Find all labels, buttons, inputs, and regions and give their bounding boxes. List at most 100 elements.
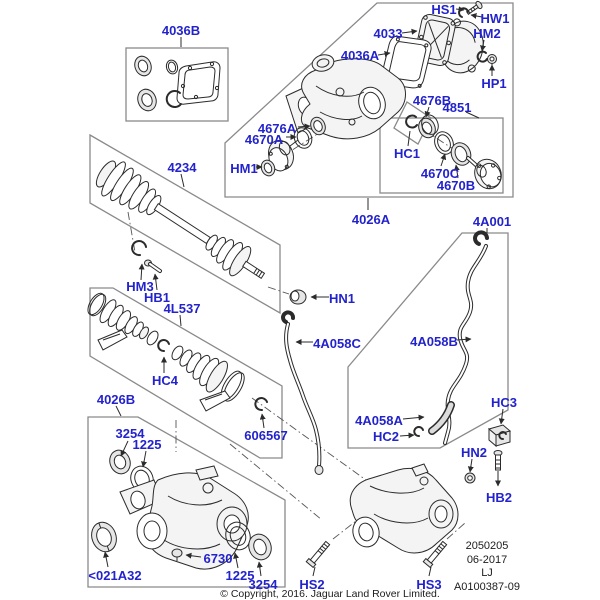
ring-hm2-drawing bbox=[476, 50, 488, 63]
box-diff-assembly-4026A bbox=[224, 2, 514, 198]
seal-4670C-drawing bbox=[434, 131, 454, 155]
diff-assembly-4026A-parts bbox=[260, 0, 502, 190]
ring-1225b-drawing bbox=[225, 521, 251, 551]
clip-hc1-drawing bbox=[405, 114, 418, 129]
box-diff-4026B bbox=[87, 416, 286, 588]
bearing-4676A-drawing bbox=[310, 116, 326, 136]
label-HC4: HC4 bbox=[152, 373, 179, 388]
box-seal-kit-4036B bbox=[125, 47, 229, 122]
label-606567: 606567 bbox=[244, 428, 287, 443]
plug-hp1-drawing bbox=[487, 54, 497, 67]
leader-lines bbox=[103, 6, 505, 577]
seal-drawing bbox=[134, 55, 152, 77]
label-4A058C: 4A058C bbox=[313, 336, 361, 351]
label-4L537: 4L537 bbox=[164, 301, 201, 316]
label-4036B: 4036B bbox=[162, 23, 200, 38]
label-4A001: 4A001 bbox=[473, 214, 511, 229]
nut-hn2-drawing bbox=[464, 472, 476, 484]
label-4036A: 4036A bbox=[341, 48, 380, 63]
driveshaft-4234-parts bbox=[95, 160, 266, 280]
label-4670C: 4670C bbox=[421, 166, 460, 181]
copyright-line: © Copyright, 2016. Jaguar Land Rover Lim… bbox=[220, 588, 440, 600]
box-clip-HC1 bbox=[393, 101, 432, 145]
label-HW1: HW1 bbox=[481, 11, 510, 26]
bolt-hs2-drawing bbox=[305, 540, 331, 569]
label-HM1: HM1 bbox=[230, 161, 257, 176]
seal-4670B-drawing bbox=[450, 142, 472, 166]
label-HB1: HB1 bbox=[144, 290, 170, 305]
diff-housing-drawing bbox=[285, 54, 406, 140]
label-021A32: <021A32 bbox=[88, 568, 141, 583]
boot-kit-4L537-parts bbox=[87, 292, 268, 412]
snap-ring-606567-drawing bbox=[254, 397, 268, 412]
grease-sachet-drawing bbox=[97, 329, 128, 351]
box-driveshaft-4234 bbox=[89, 133, 281, 315]
label-4A058A: 4A058A bbox=[355, 413, 403, 428]
plug-6730-drawing bbox=[171, 548, 183, 561]
grease-sachet-drawing bbox=[199, 390, 231, 412]
tube-4A058C-drawing bbox=[281, 310, 324, 475]
plug-hn1-drawing bbox=[289, 289, 307, 305]
bolt-hb1-drawing bbox=[144, 259, 162, 273]
seal-hm1-drawing bbox=[260, 159, 276, 177]
label-4676B: 4676B bbox=[413, 93, 451, 108]
label-HM3: HM3 bbox=[126, 279, 153, 294]
bolt-hb2-drawing bbox=[493, 450, 503, 487]
label-4851: 4851 bbox=[443, 100, 472, 115]
seal-kit-4036B-parts bbox=[134, 55, 221, 112]
rear-diff-housing-drawing bbox=[119, 465, 249, 570]
label-HB2: HB2 bbox=[486, 490, 512, 505]
tube-4A058B-drawing bbox=[443, 230, 489, 445]
part-labels: 4036B HS1 HW1 HM2 HP1 4033 4036A 4676A 4… bbox=[88, 2, 517, 592]
label-1225b: 1225 bbox=[226, 568, 255, 583]
label-HS2: HS2 bbox=[299, 577, 324, 592]
label-4670A: 4670A bbox=[245, 132, 284, 147]
label-4026B: 4026B bbox=[97, 392, 135, 407]
drawing-info-block: 2050205 06-2017 LJ A0100387-09 © Copyrig… bbox=[220, 540, 520, 600]
diff-rear-parts bbox=[305, 463, 459, 569]
label-HC2: HC2 bbox=[373, 429, 399, 444]
clip-hm3-drawing bbox=[131, 240, 147, 257]
info-drawing-ref: A0100387-09 bbox=[454, 581, 520, 593]
clip-hc2-drawing bbox=[413, 426, 424, 437]
box-output-flange-4851 bbox=[379, 117, 504, 194]
hose-4A058A-drawing bbox=[413, 401, 455, 437]
label-4A058B: 4A058B bbox=[410, 334, 458, 349]
label-HP1: HP1 bbox=[481, 76, 506, 91]
rear-diff-3q-drawing bbox=[349, 463, 459, 554]
label-HS3: HS3 bbox=[416, 577, 441, 592]
seal-3254b-drawing bbox=[248, 533, 272, 561]
info-part-number: 2050205 bbox=[466, 540, 509, 552]
clip-hc4-drawing bbox=[157, 339, 170, 352]
label-4033: 4033 bbox=[374, 26, 403, 41]
info-code: LJ bbox=[481, 567, 493, 579]
bolt-hs1-drawing bbox=[465, 0, 483, 15]
label-HM2: HM2 bbox=[473, 26, 500, 41]
bolt-hs3-drawing bbox=[422, 540, 448, 569]
diff-4026B-parts bbox=[91, 449, 272, 570]
box-boot-kit-4L537 bbox=[89, 287, 283, 459]
label-4026A: 4026A bbox=[352, 212, 391, 227]
gasket-drawing bbox=[176, 61, 221, 105]
group-boxes bbox=[87, 2, 514, 588]
output-flange-drawing bbox=[466, 156, 502, 190]
label-HN2: HN2 bbox=[461, 445, 487, 460]
bearing-4676B-drawing bbox=[418, 114, 439, 139]
o-ring-drawing bbox=[165, 59, 179, 75]
vent-tube-parts bbox=[281, 230, 512, 487]
label-6730: 6730 bbox=[204, 551, 233, 566]
label-4670B: 4670B bbox=[437, 178, 475, 193]
info-date: 06-2017 bbox=[467, 554, 507, 566]
label-HC3: HC3 bbox=[491, 395, 517, 410]
label-1225: 1225 bbox=[133, 437, 162, 452]
large-seal-drawing bbox=[137, 88, 157, 112]
label-HS1: HS1 bbox=[431, 2, 456, 17]
label-HN1: HN1 bbox=[329, 291, 355, 306]
label-4676A: 4676A bbox=[258, 121, 297, 136]
label-3254b: 3254 bbox=[249, 577, 279, 592]
box-vent-tube-4A001 bbox=[347, 232, 509, 449]
seal-021A32-drawing bbox=[91, 521, 117, 553]
seal-3254-drawing bbox=[109, 449, 131, 475]
